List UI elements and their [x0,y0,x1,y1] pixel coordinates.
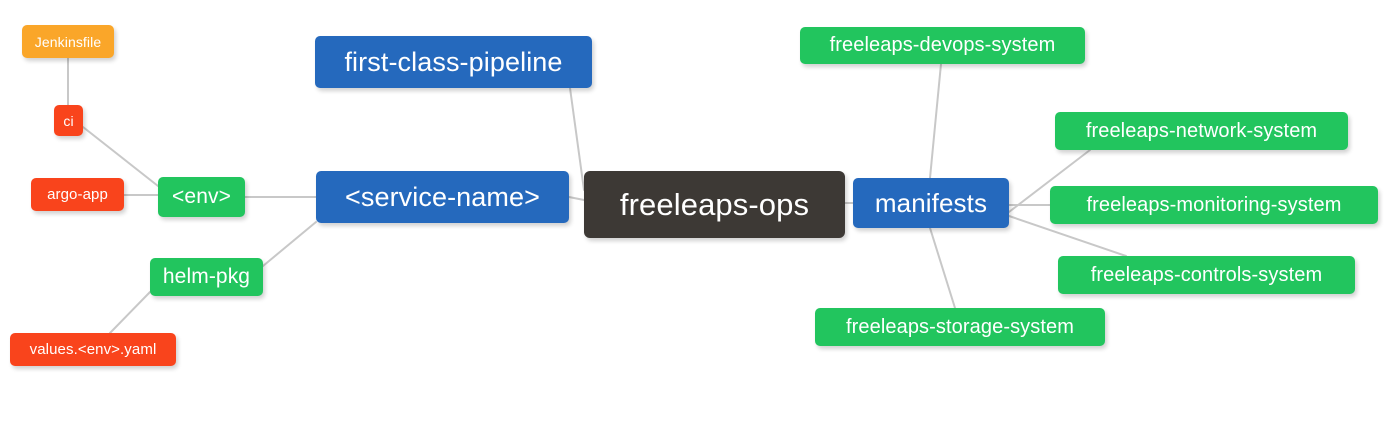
edge-manifests-to-freeleaps-devops-system [929,63,942,179]
edge-freeleaps-ops-to-first-class-pipeline [569,87,585,191]
mindmap-node-freeleaps-devops-system[interactable]: freeleaps-devops-system [800,27,1085,64]
mindmap-node-env[interactable]: <env> [158,177,245,217]
edge-manifests-to-freeleaps-controls-system [1008,215,1127,257]
mindmap-node-argo-app[interactable]: argo-app [31,178,124,211]
edge-helm-pkg-to-values-yaml [109,291,151,334]
mindmap-node-ci[interactable]: ci [54,105,83,136]
mindmap-node-values-yaml[interactable]: values.<env>.yaml [10,333,176,366]
edge-manifests-to-freeleaps-storage-system [929,227,956,309]
mindmap-node-service-name[interactable]: <service-name> [316,171,569,223]
mindmap-node-manifests[interactable]: manifests [853,178,1009,228]
edge-freeleaps-ops-to-service-name [568,196,585,201]
mindmap-node-jenkinsfile[interactable]: Jenkinsfile [22,25,114,58]
mindmap-node-first-class-pipeline[interactable]: first-class-pipeline [315,36,592,88]
mindmap-node-freeleaps-monitoring-system[interactable]: freeleaps-monitoring-system [1050,186,1378,224]
edge-env-to-ci [82,126,159,187]
edge-service-name-to-helm-pkg [262,221,317,267]
edge-manifests-to-freeleaps-network-system [1008,149,1091,213]
mindmap-node-freeleaps-controls-system[interactable]: freeleaps-controls-system [1058,256,1355,294]
mindmap-node-helm-pkg[interactable]: helm-pkg [150,258,263,296]
mindmap-node-freeleaps-network-system[interactable]: freeleaps-network-system [1055,112,1348,150]
mindmap-node-freeleaps-ops[interactable]: freeleaps-ops [584,171,845,238]
mindmap-node-freeleaps-storage-system[interactable]: freeleaps-storage-system [815,308,1105,346]
